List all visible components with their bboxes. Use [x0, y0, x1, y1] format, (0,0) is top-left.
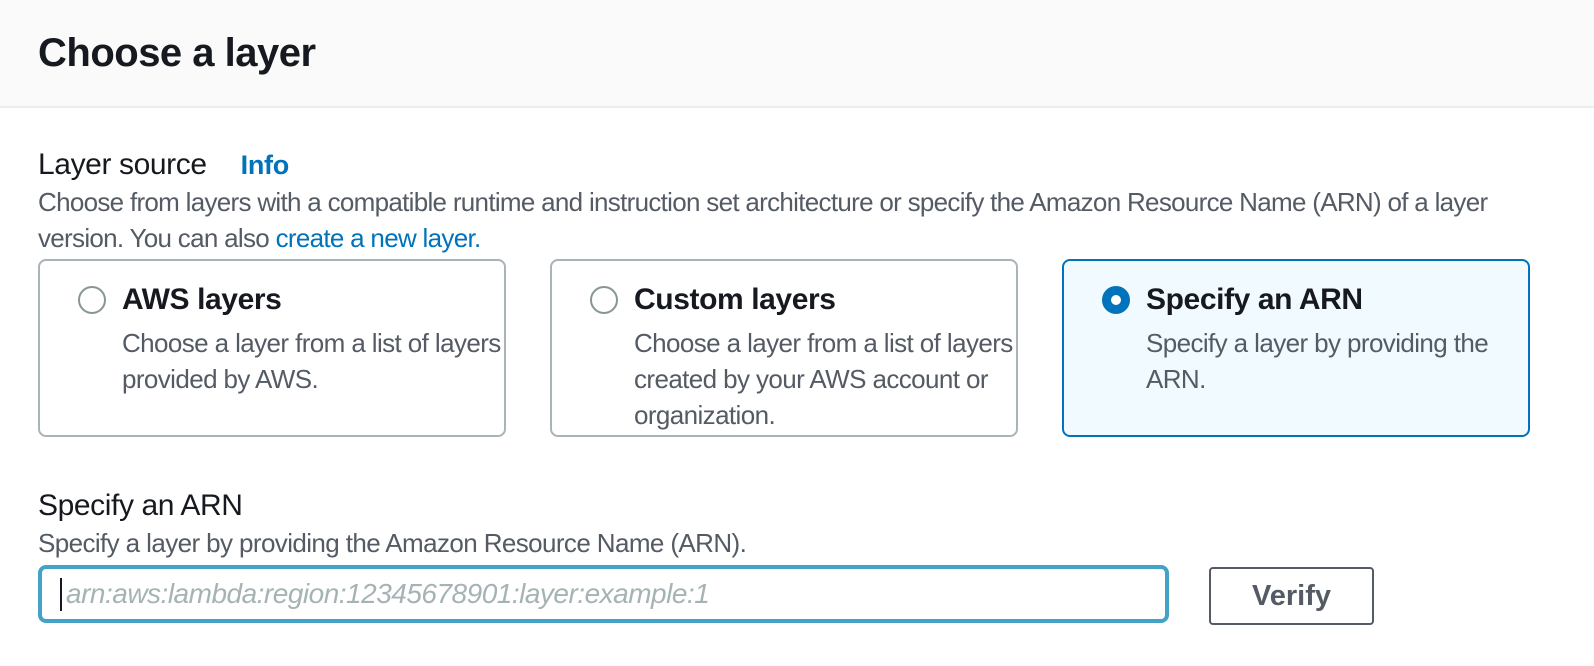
description-line-1: Choose from layers with a compatible run… [38, 187, 1488, 217]
tile-title: Specify an ARN [1146, 283, 1363, 316]
tile-title: AWS layers [122, 283, 282, 316]
tile-title: Custom layers [634, 283, 836, 316]
description-line-2-text: version. You can also [38, 223, 276, 253]
radio-specify-arn[interactable] [1102, 286, 1130, 314]
arn-input-row: Verify [38, 565, 1556, 625]
panel-body: Layer source Info Choose from layers wit… [0, 108, 1594, 625]
arn-input-wrapper [38, 565, 1169, 623]
tile-head: Custom layers [590, 283, 998, 317]
page-title: Choose a layer [38, 30, 316, 75]
info-link[interactable]: Info [240, 150, 290, 180]
layer-source-label: Layer source [38, 148, 207, 181]
tile-custom-layers[interactable]: Custom layers Choose a layer from a list… [550, 259, 1018, 437]
panel-header: Choose a layer [0, 0, 1594, 108]
tile-head: AWS layers [78, 283, 486, 317]
layer-source-tiles: AWS layers Choose a layer from a list of… [38, 259, 1556, 437]
radio-custom-layers[interactable] [590, 286, 618, 314]
radio-aws-layers[interactable] [78, 286, 106, 314]
description-line-2: version. You can also create a new layer… [38, 220, 1556, 256]
specify-arn-section: Specify an ARN Specify a layer by provid… [38, 487, 1556, 625]
layer-source-description: Choose from layers with a compatible run… [38, 184, 1556, 256]
arn-input[interactable] [38, 565, 1169, 623]
tile-description: Choose a layer from a list of layers pro… [122, 328, 501, 394]
create-new-layer-link[interactable]: create a new layer. [275, 223, 482, 253]
verify-button[interactable]: Verify [1209, 567, 1374, 625]
tile-specify-arn[interactable]: Specify an ARN Specify a layer by provid… [1062, 259, 1530, 437]
tile-head: Specify an ARN [1102, 283, 1510, 317]
tile-description: Choose a layer from a list of layers cre… [634, 328, 1013, 430]
tile-description: Specify a layer by providing the ARN. [1146, 328, 1489, 394]
specify-arn-description: Specify a layer by providing the Amazon … [38, 528, 747, 558]
tile-aws-layers[interactable]: AWS layers Choose a layer from a list of… [38, 259, 506, 437]
specify-arn-label: Specify an ARN [38, 489, 243, 522]
layer-source-label-row: Layer source Info [38, 146, 1556, 184]
